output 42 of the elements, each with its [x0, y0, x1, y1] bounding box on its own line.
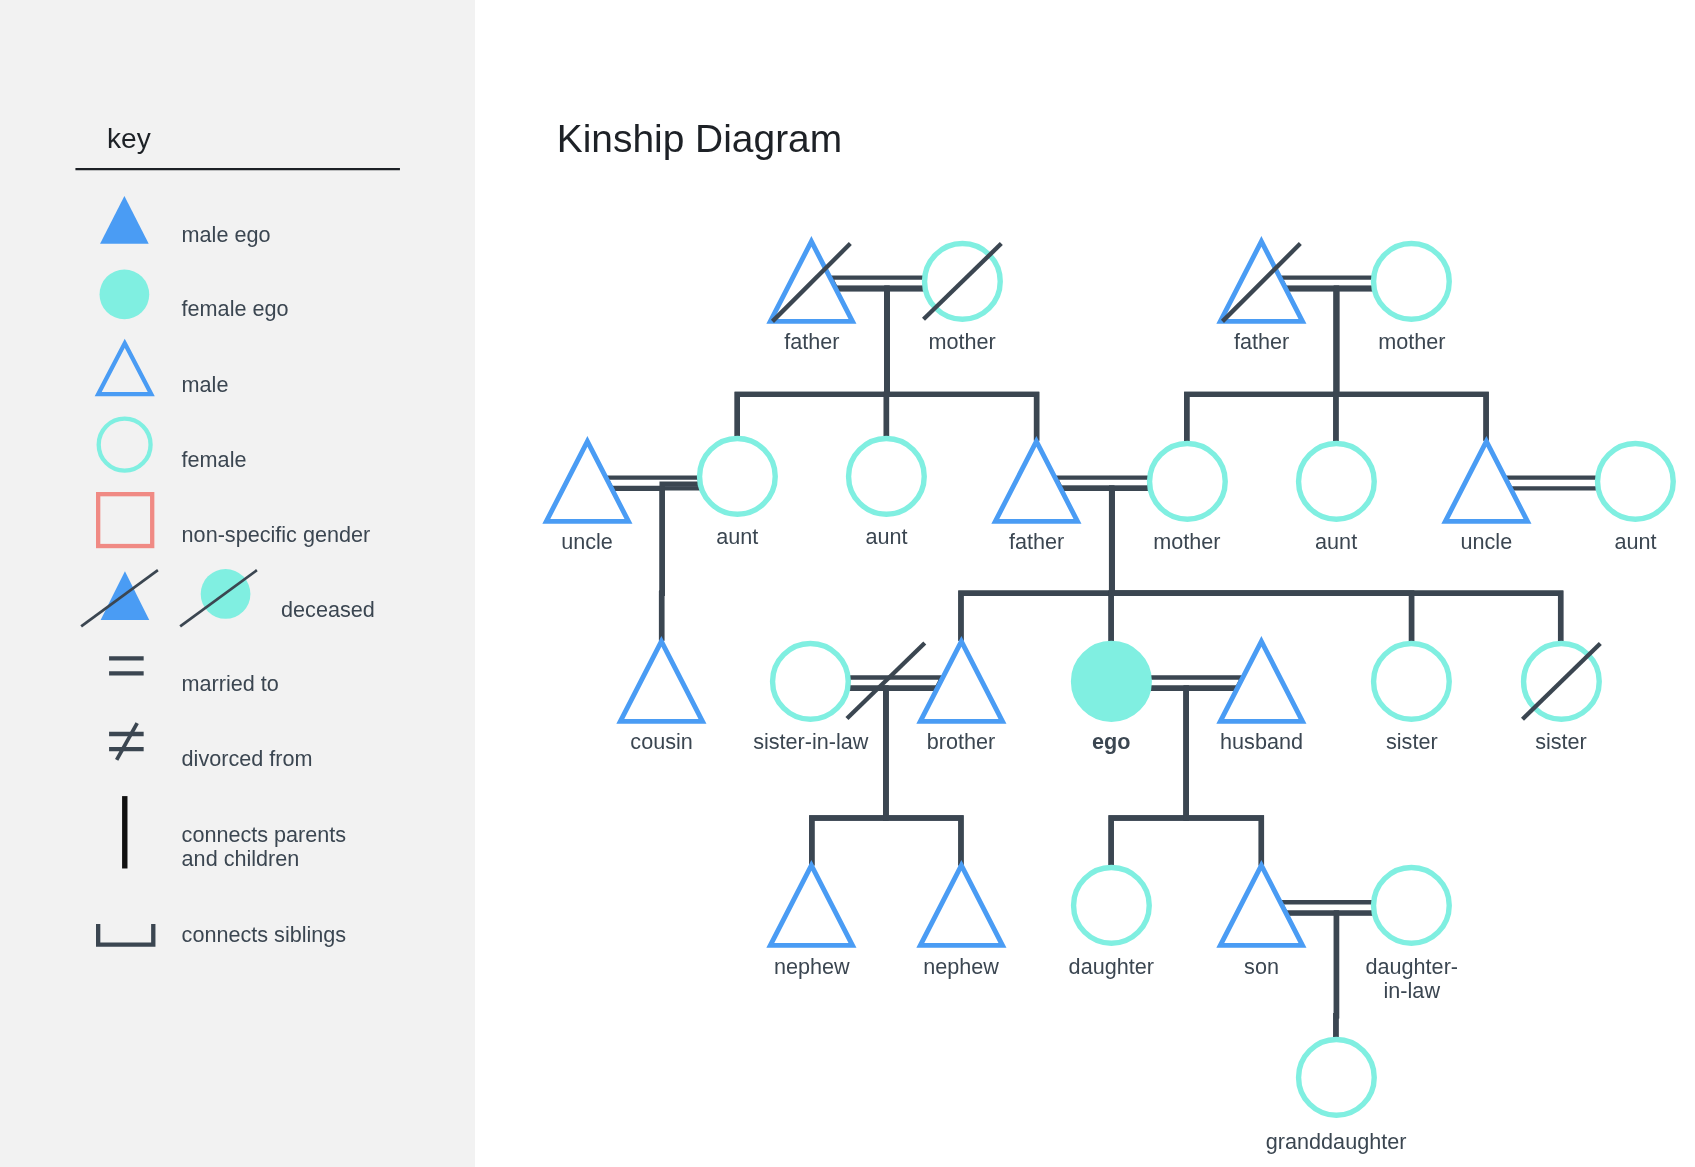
person-label: father [1232, 329, 1291, 355]
person-label: sister [1534, 729, 1588, 755]
descent-line [1333, 910, 1375, 1039]
person-label: daughter [1067, 954, 1155, 980]
person-label: uncle [1459, 529, 1514, 555]
person-label: brother [925, 729, 997, 755]
person-label: sister-in-law [752, 729, 870, 755]
person-label: mother [1152, 529, 1222, 555]
person-label: aunt [1613, 529, 1658, 555]
person-label: aunt [1314, 529, 1359, 555]
person-label: aunt [715, 525, 760, 551]
person-label: husband [1219, 729, 1304, 755]
person-label: daughter-in-law [1364, 954, 1460, 1005]
key-heading: key [107, 123, 151, 156]
descent-line [1183, 685, 1265, 866]
legend-label: deceased [281, 597, 375, 622]
person-label: mother [1377, 329, 1447, 355]
legend-label: non-specific gender [181, 523, 371, 548]
person-label: aunt [864, 525, 909, 551]
descent-line [883, 685, 964, 866]
person-label: sister [1384, 729, 1439, 755]
person-label: uncle [560, 529, 614, 555]
person-label: mother [927, 329, 997, 355]
legend-label: divorced from [181, 746, 313, 772]
person-label: son [1243, 954, 1280, 980]
legend-label: male [181, 372, 229, 398]
diagram-title: Kinship Diagram [556, 116, 843, 161]
descent-line [884, 285, 1040, 441]
person-label: ego [1091, 729, 1132, 755]
person-label: father [1008, 529, 1066, 555]
legend-label: connects siblings [181, 923, 347, 948]
person-label: granddaughter [1264, 1129, 1408, 1155]
person-label: cousin [629, 729, 694, 755]
legend-label: female ego [181, 297, 289, 322]
person-label: nephew [922, 954, 1000, 980]
legend-label: female [181, 447, 247, 472]
person-label: nephew [773, 954, 851, 980]
legend-label: male ego [181, 222, 271, 247]
legend-label: married to [181, 672, 279, 697]
legend-label: connects parents and children [181, 822, 348, 872]
person-label: father [783, 329, 841, 355]
descent-line [1333, 285, 1489, 441]
